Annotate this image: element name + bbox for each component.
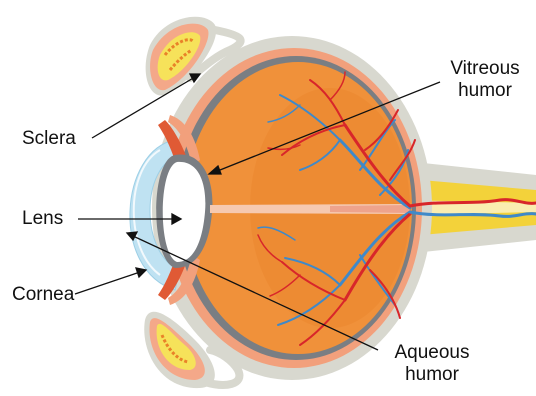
label-lens: Lens <box>22 208 63 230</box>
pointer-cornea-head <box>136 268 146 277</box>
label-sclera: Sclera <box>22 128 76 150</box>
label-aqueous-line2: humor <box>394 364 469 386</box>
optic-axis <box>210 204 410 214</box>
label-vitreous-line1: Vitreous <box>450 58 519 80</box>
label-aqueous-humor: Aqueous humor <box>394 342 469 386</box>
label-vitreous-line2: humor <box>450 80 519 102</box>
label-cornea: Cornea <box>12 284 74 306</box>
pointer-cornea <box>75 272 140 294</box>
label-aqueous-line1: Aqueous <box>394 342 469 364</box>
label-vitreous-humor: Vitreous humor <box>450 58 519 102</box>
